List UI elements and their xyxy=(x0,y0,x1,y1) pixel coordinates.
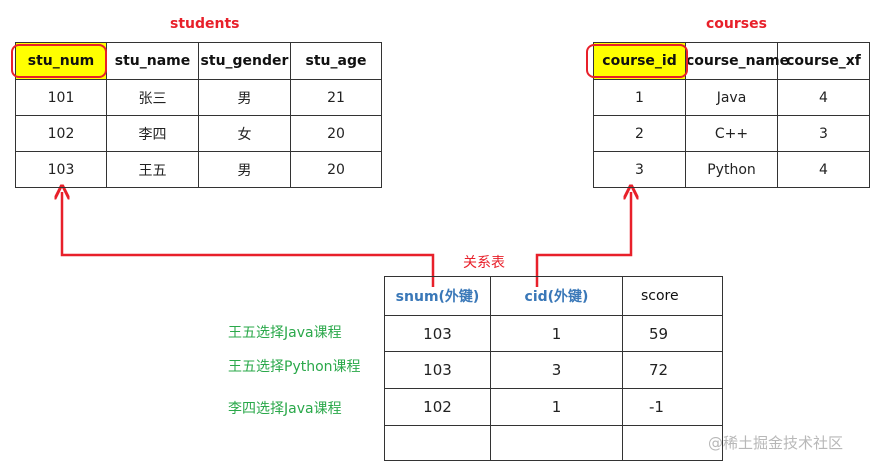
table-cell: 72 xyxy=(622,351,723,389)
table-cell: 103 xyxy=(384,315,491,352)
table-cell: 李四 xyxy=(106,115,199,152)
table-cell: 王五 xyxy=(106,151,199,188)
table-row: 102 1 -1 xyxy=(384,388,723,426)
table-cell: 4 xyxy=(777,79,870,116)
table-cell xyxy=(622,425,723,461)
arrow-snum-to-stu-num xyxy=(62,192,435,287)
table-cell: 1 xyxy=(490,388,623,426)
relation-header-snum: snum(外键) xyxy=(384,276,491,316)
table-row: 1 Java 4 xyxy=(593,79,870,116)
note-wangwu-python: 王五选择Python课程 xyxy=(228,359,361,375)
table-cell: 102 xyxy=(15,115,107,152)
relation-header-cid: cid(外键) xyxy=(490,276,623,316)
relation-title: 关系表 xyxy=(463,255,505,271)
students-header-stu-num: stu_num xyxy=(15,42,107,80)
table-cell: 20 xyxy=(290,151,382,188)
table-cell: 3 xyxy=(490,351,623,389)
students-header-stu-gender: stu_gender xyxy=(198,42,291,80)
courses-header-course-name: course_name xyxy=(685,42,789,80)
courses-header-course-id: course_id xyxy=(593,42,686,80)
courses-table: course_id course_name course_xf 1 Java 4… xyxy=(593,42,870,188)
relation-header-score: score xyxy=(622,276,723,316)
students-table: stu_num stu_name stu_gender stu_age 101 … xyxy=(15,42,382,188)
table-row: 103 1 59 xyxy=(384,315,723,352)
table-cell: 男 xyxy=(198,151,291,188)
table-row: 103 3 72 xyxy=(384,351,723,389)
table-cell: 102 xyxy=(384,388,491,426)
table-cell: 1 xyxy=(593,79,686,116)
table-cell: 1 xyxy=(490,315,623,352)
table-row: 102 李四 女 20 xyxy=(15,115,382,152)
stu-num-highlight xyxy=(11,44,107,78)
arrow-cid-to-course-id xyxy=(535,192,631,287)
table-row: 103 王五 男 20 xyxy=(15,151,382,188)
courses-header-course-xf: course_xf xyxy=(777,42,870,80)
table-cell: 21 xyxy=(290,79,382,116)
relation-table: snum(外键) cid(外键) score 103 1 59 103 3 72… xyxy=(384,276,723,461)
table-cell: 3 xyxy=(593,151,686,188)
students-title: students xyxy=(170,16,240,32)
table-cell: C++ xyxy=(685,115,778,152)
watermark: @稀土掘金技术社区 xyxy=(708,434,844,452)
students-header-stu-name: stu_name xyxy=(106,42,199,80)
note-lisi-java: 李四选择Java课程 xyxy=(228,401,342,417)
table-cell: 20 xyxy=(290,115,382,152)
table-cell: 女 xyxy=(198,115,291,152)
students-header-stu-age: stu_age xyxy=(290,42,382,80)
courses-title: courses xyxy=(706,16,767,32)
table-cell xyxy=(384,425,491,461)
table-cell: Java xyxy=(685,79,778,116)
table-cell: 4 xyxy=(777,151,870,188)
table-cell: 3 xyxy=(777,115,870,152)
note-wangwu-java: 王五选择Java课程 xyxy=(228,325,342,341)
course-id-highlight xyxy=(586,44,688,78)
table-cell: 59 xyxy=(622,315,723,352)
table-cell: 103 xyxy=(384,351,491,389)
table-cell: 2 xyxy=(593,115,686,152)
table-cell: 张三 xyxy=(106,79,199,116)
table-cell: Python xyxy=(685,151,778,188)
table-row: 101 张三 男 21 xyxy=(15,79,382,116)
table-cell xyxy=(490,425,623,461)
table-cell: 103 xyxy=(15,151,107,188)
table-cell: -1 xyxy=(622,388,723,426)
table-row: 3 Python 4 xyxy=(593,151,870,188)
table-cell: 101 xyxy=(15,79,107,116)
table-cell: 男 xyxy=(198,79,291,116)
table-row: 2 C++ 3 xyxy=(593,115,870,152)
table-row xyxy=(384,425,723,461)
